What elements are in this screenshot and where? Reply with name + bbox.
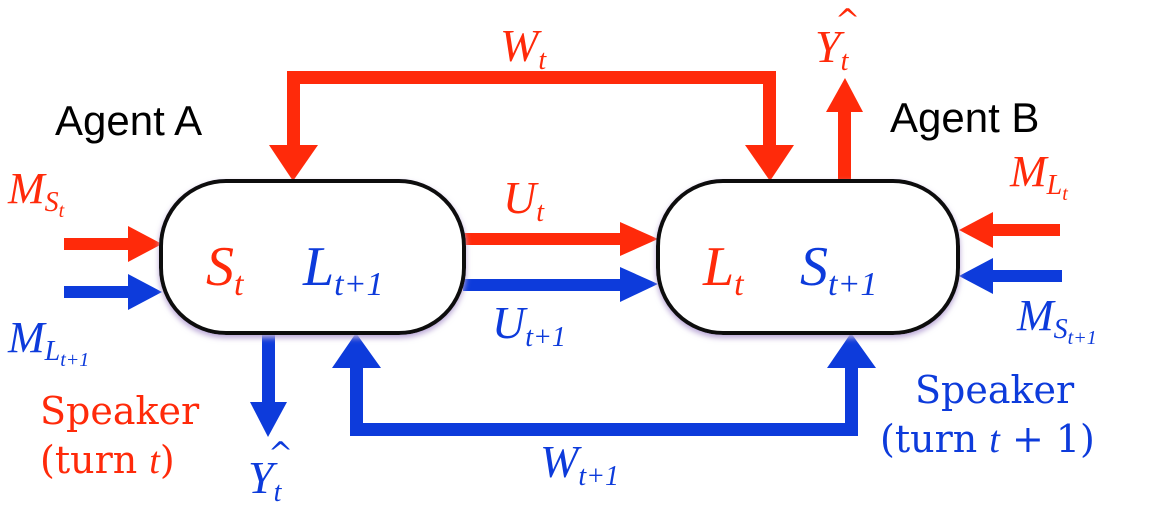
agent-a-listener-state-sub: t+1 [334, 266, 383, 303]
agent-a-role-line2-var: t [149, 440, 161, 482]
m-l-t-label-subsub: t [1062, 183, 1068, 205]
u-t-label: Ut [503, 172, 545, 228]
m-s-t1-label-subsub: t+1 [1068, 327, 1097, 349]
w-t1-arrow [332, 333, 876, 436]
m-l-t1-label: MLt+1 [7, 313, 89, 371]
m-l-t-label-base: M [1009, 147, 1049, 196]
agent-b-speaker-state-sub: t+1 [828, 266, 877, 303]
y-hat-a-arrow [250, 335, 287, 437]
y-hat-a-label-sub: t [274, 477, 283, 508]
agent-a-listener-state-base: L [302, 236, 334, 298]
m-l-t1-label-sub: L [44, 336, 61, 367]
m-s-t1-label-base: M [1016, 291, 1056, 340]
u-t-arrow [463, 222, 658, 256]
agent-a-speaker-state-sub: t [234, 266, 245, 303]
agent-a-listener-state: Lt+1 [302, 236, 384, 303]
y-hat-b-label: Yt [815, 21, 850, 77]
u-t1-label: Ut+1 [492, 297, 566, 353]
u-t1-label-base: U [492, 297, 528, 348]
w-t-label-sub: t [538, 45, 547, 76]
agent-b-role-line2-prefix: (turn [880, 417, 989, 461]
m-s-t1-label: MSt+1 [1016, 291, 1097, 349]
m-s-t-label: MSt [7, 164, 65, 222]
blue-arrows [64, 258, 1062, 437]
m-s-t-label-sub: S [45, 187, 59, 218]
m-s-t-arrow [64, 226, 162, 262]
w-t-label-base: W [500, 20, 542, 71]
w-t1-label-sub: t+1 [578, 461, 619, 492]
red-arrows [64, 71, 1060, 262]
agent-a-role-line2-suffix: ) [160, 438, 175, 482]
m-l-t-arrow [959, 212, 1060, 248]
agent-a-role-line2-prefix: (turn [40, 438, 149, 482]
agent-a-role-line2: (turn t) [40, 438, 175, 482]
agent-b-role-line2-suffix: + 1) [1000, 417, 1095, 461]
y-hat-a-accent: ^ [268, 436, 293, 471]
agent-b-role-line2: (turn t + 1) [880, 417, 1095, 461]
m-s-t-label-subsub: t [59, 200, 65, 222]
agent-b-speaker-state-base: S [800, 236, 828, 298]
agent-b-role-line1: Speaker [915, 368, 1075, 412]
w-t-arrow [269, 71, 794, 181]
y-hat-b-accent: ^ [835, 3, 860, 38]
w-t1-label: Wt+1 [540, 436, 619, 492]
m-s-t1-label-sub: S [1054, 314, 1068, 345]
y-hat-a-label-base: Y [248, 452, 278, 503]
m-l-t-label-sub: L [1046, 170, 1063, 201]
agent-b-listener-state-sub: t [734, 266, 745, 303]
agent-b-role-line2-var: t [989, 419, 1001, 461]
m-l-t1-label-subsub: t+1 [60, 349, 89, 371]
w-t1-label-base: W [540, 436, 582, 487]
m-l-t-label: MLt [1009, 147, 1068, 205]
agent-a-title: Agent A [55, 97, 202, 144]
u-t1-label-sub: t+1 [525, 322, 566, 353]
agent-a-speaker-state-base: S [206, 236, 234, 298]
agent-a-speaker-state: St [206, 236, 245, 303]
y-hat-b-arrow [826, 78, 863, 182]
u-t-label-sub: t [536, 197, 545, 228]
agent-a-role-line1: Speaker [40, 389, 200, 433]
m-s-t1-arrow [959, 258, 1062, 294]
y-hat-b-label-base: Y [815, 21, 845, 72]
agent-b-role: Speaker (turn t + 1) [880, 368, 1095, 461]
agent-a-role: Speaker (turn t) [40, 389, 200, 482]
u-t-label-base: U [503, 172, 539, 223]
y-hat-b-label-sub: t [841, 46, 850, 77]
y-hat-a-label: Yt [248, 452, 283, 508]
m-l-t1-arrow [64, 274, 162, 310]
agent-b-node [656, 179, 960, 335]
agent-b-listener-state: Lt [702, 236, 745, 303]
agent-b-listener-state-base: L [702, 236, 734, 298]
u-t1-arrow [463, 267, 658, 302]
m-l-t1-label-base: M [7, 313, 47, 362]
agent-b-speaker-state: St+1 [800, 236, 877, 303]
agent-b-title: Agent B [890, 94, 1039, 141]
agent-a-node [159, 179, 466, 335]
w-t-label: Wt [500, 20, 547, 76]
m-s-t-label-base: M [7, 164, 47, 213]
